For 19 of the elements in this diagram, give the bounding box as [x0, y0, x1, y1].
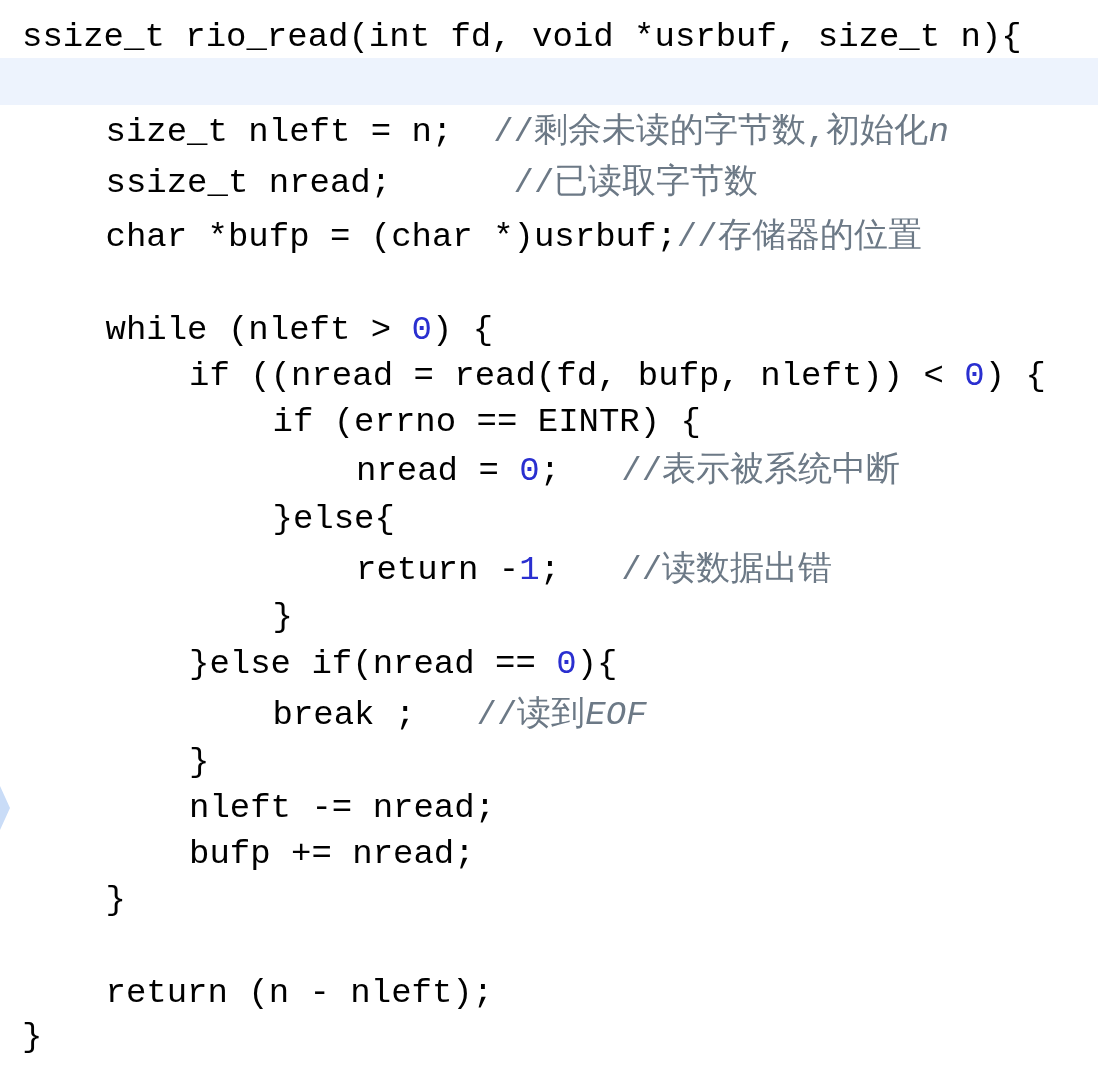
code-line: nread = 0; //表示被系统中断 [356, 450, 901, 492]
code-line: } [272, 597, 293, 638]
code-line: nleft -= nread; [189, 788, 496, 829]
code-line: break ; //读到EOF [272, 695, 647, 736]
code-line: ssize_t rio_read(int fd, void *usrbuf, size_t n){ [22, 17, 1022, 58]
code-line: bufp += nread; [189, 834, 475, 875]
code-line: return (n - nleft); [105, 973, 494, 1014]
code-line: }else{ [272, 499, 395, 540]
code-line: while (nleft > 0) { [105, 310, 494, 351]
code-line: } [105, 880, 126, 921]
code-line: if (errno == EINTR) { [272, 402, 701, 443]
code-line: ssize_t nread; //已读取字节数 [105, 162, 759, 204]
code-line: } [189, 742, 210, 783]
code-line: }else if(nread == 0){ [189, 644, 618, 685]
code-line: return -1; //读数据出错 [356, 550, 833, 591]
code-line: } [22, 1017, 43, 1058]
code-line: if ((nread = read(fd, bufp, nleft)) < 0) { [189, 356, 1046, 397]
code-line: size_t nleft = n; //剩余未读的字节数,初始化n [105, 111, 949, 153]
code-line: char *bufp = (char *)usrbuf;//存储器的位置 [105, 217, 922, 258]
